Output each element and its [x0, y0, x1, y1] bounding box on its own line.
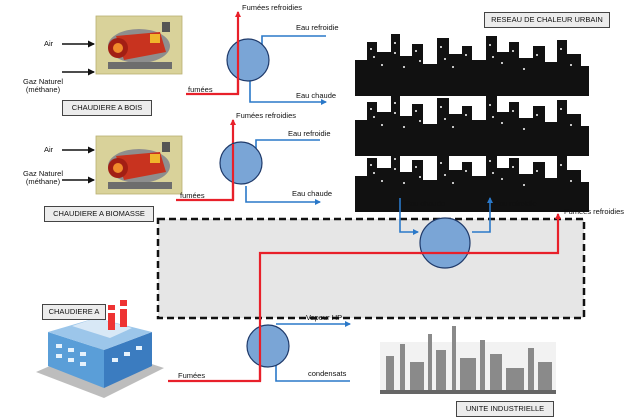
eau-chaude-label: Eau chaude — [296, 91, 337, 100]
eau-refroidie-label: Eau refroidie — [296, 23, 339, 32]
air-label: Air — [44, 39, 54, 48]
air-arrows — [62, 40, 95, 184]
city-skyline-icon — [355, 34, 589, 96]
reseau-chaleur-box: RESEAU DE CHALEUR URBAIN — [484, 12, 610, 28]
gaz-label: Gaz Naturel (méthane) — [18, 78, 68, 94]
unite-industrielle-box: UNITE INDUSTRIELLE — [456, 401, 554, 417]
fumees-label: Fumées — [178, 371, 206, 380]
eau-chaude-label: Eau chaude — [292, 189, 333, 198]
fumees-refroidies-label: Fumées refroidies — [564, 207, 625, 216]
heat-exchanger — [219, 141, 263, 185]
gaz-label: Gaz Naturel (méthane) — [18, 170, 68, 186]
boiler-icon — [95, 135, 183, 195]
fumees-label: fumées — [180, 191, 205, 200]
fumees-label: fumées — [188, 85, 213, 94]
eau-refroidie-label: Eau refroidie — [494, 199, 537, 208]
eau-refroidie-label: Eau refroidie — [288, 129, 331, 138]
chaudiere-bois-box: CHAUDIERE A BOIS — [62, 100, 152, 116]
air-label: Air — [44, 145, 54, 154]
eau-chaude-label: Eau chaude — [405, 199, 446, 208]
gaz-label-line1: Gaz Naturel — [22, 77, 64, 86]
refinery-icon — [380, 326, 556, 394]
vapeur-hp-label: Vapeur HP — [306, 313, 343, 322]
heat-exchanger — [226, 38, 270, 82]
factory-icon — [36, 300, 164, 398]
condensats-label: condensats — [308, 369, 347, 378]
gaz-label-line1: Gaz Naturel — [22, 169, 64, 178]
fumees-refroidies-label: Fumées refroidies — [236, 111, 297, 120]
heat-exchanger — [419, 217, 471, 269]
fumees-refroidies-label: Fumées refroidies — [242, 3, 303, 12]
gaz-label-line2: (méthane) — [25, 85, 61, 94]
gaz-label-line2: (méthane) — [25, 177, 61, 186]
chaudiere-biomasse-box: CHAUDIERE A BIOMASSE — [44, 206, 154, 222]
boiler-icon — [95, 15, 183, 75]
chaudiere-a-box: CHAUDIERE A — [42, 304, 106, 320]
dashed-zone — [156, 217, 586, 320]
heat-exchanger — [246, 324, 290, 368]
city-skyline-icon — [355, 94, 589, 156]
city-skyline-icon — [355, 150, 589, 212]
